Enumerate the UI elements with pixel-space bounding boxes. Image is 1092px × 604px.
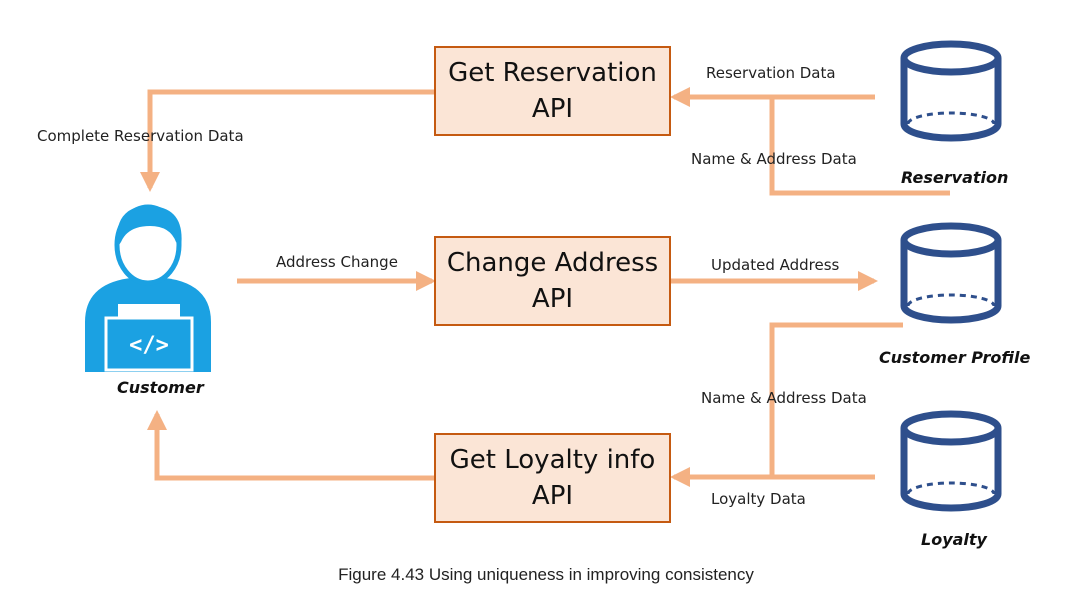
get-reservation-api-line1: Get Reservation [448, 58, 657, 88]
get-reservation-api-line2: API [531, 94, 574, 124]
updated-address-label: Updated Address [711, 256, 840, 274]
change-address-api-line2: API [531, 284, 574, 314]
name-address-data-top-label: Name & Address Data [691, 150, 857, 168]
complete-reservation-data-label: Complete Reservation Data [37, 127, 244, 145]
loyalty-data-label: Loyalty Data [711, 490, 806, 508]
name-address-data-top-connector [769, 97, 950, 196]
address-change-label: Address Change [276, 253, 398, 271]
customer-profile-db-label: Customer Profile [879, 348, 1031, 367]
svg-text:</>: </> [129, 333, 169, 358]
loyalty-db-label: Loyalty [921, 530, 987, 549]
complete-reservation-data-arrow [140, 89, 435, 192]
get-loyalty-api-line1: Get Loyalty info [449, 445, 656, 475]
loyalty-database-icon [900, 410, 1002, 512]
figure-caption: Figure 4.43 Using uniqueness in improvin… [338, 565, 754, 584]
reservation-db-label: Reservation [901, 168, 1009, 187]
developer-laptop-icon: </> [85, 204, 211, 372]
reservation-database-icon [900, 40, 1002, 142]
get-loyalty-api-box: Get Loyalty info API [434, 433, 671, 523]
get-loyalty-api-line2: API [531, 481, 574, 511]
name-address-data-bottom-connector [769, 322, 903, 477]
loyalty-to-customer-arrow [147, 410, 435, 481]
customer-label: Customer [117, 378, 204, 397]
name-address-data-bottom-label: Name & Address Data [701, 389, 867, 407]
reservation-data-label: Reservation Data [706, 64, 836, 82]
customer-profile-database-icon [900, 222, 1002, 324]
get-reservation-api-box: Get Reservation API [434, 46, 671, 136]
change-address-api-line1: Change Address [446, 248, 659, 278]
change-address-api-box: Change Address API [434, 236, 671, 326]
